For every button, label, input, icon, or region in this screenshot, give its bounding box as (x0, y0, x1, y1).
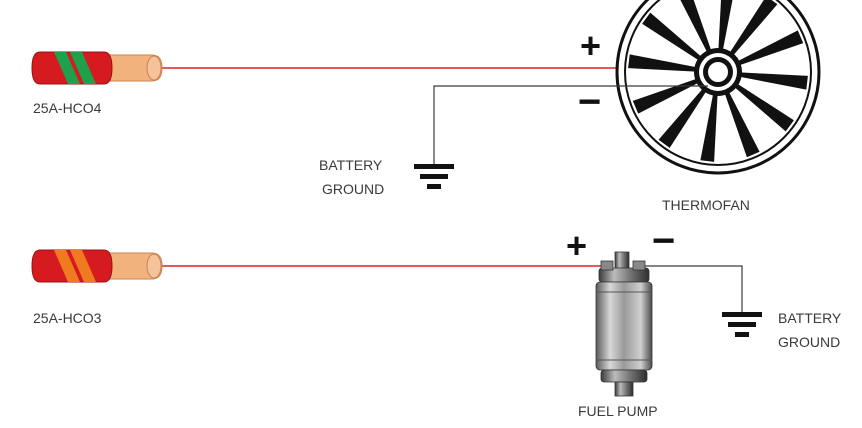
fan-blade (729, 0, 778, 56)
fan-blade (739, 72, 808, 90)
ground-symbol-bar-1 (414, 164, 454, 169)
ground-line-thermofan (433, 85, 708, 164)
ground-symbol-bar-3 (735, 332, 749, 337)
wire-copper-end (99, 252, 163, 280)
wire-stripe-orange (54, 250, 80, 282)
fan-blade (700, 93, 718, 162)
wire-copper-end (99, 54, 163, 82)
fan-blade (724, 91, 760, 158)
wire-label-25a-hco4: 25A-HCO4 (33, 100, 102, 116)
ground-symbol-bar-2 (728, 322, 756, 327)
pump-terminal-positive (600, 260, 614, 271)
fan-blade (658, 88, 707, 148)
battery-ground-label-line2: GROUND (778, 334, 840, 350)
ground-symbol-bar-3 (427, 184, 441, 189)
fan-blade (642, 12, 702, 61)
pump-inlet-pipe (614, 381, 634, 397)
pump-plus-sign: + (566, 225, 587, 266)
pump-minus-sign: − (652, 219, 675, 263)
fan-blades (628, 0, 808, 162)
fan-blade (632, 78, 699, 114)
thermofan: + − THERMOFAN (578, 0, 821, 213)
fan-hub-center (706, 60, 730, 84)
ground-wire-thermofan: BATTERY GROUND (319, 85, 708, 197)
battery-ground-label-line1: BATTERY (319, 157, 383, 173)
battery-ground-label-line2: GROUND (322, 181, 384, 197)
wire-25a-hco4: 25A-HCO4 (31, 51, 708, 116)
fan-blade (680, 0, 712, 53)
wire-copper-tip (146, 55, 162, 81)
ground-symbol-bar-1 (722, 312, 762, 317)
fuel-pump: + − FUEL PUMP (566, 219, 675, 419)
pump-body (595, 281, 653, 371)
pump-terminal-negative (632, 260, 646, 271)
thermofan-label: THERMOFAN (662, 197, 750, 213)
fan-blade (737, 30, 804, 66)
ground-symbol-bar-2 (420, 174, 448, 179)
wire-copper-tip (146, 253, 162, 279)
fan-blade (628, 54, 697, 72)
pump-bottom-cap (600, 369, 648, 383)
fan-plus-sign: + (580, 25, 601, 66)
battery-ground-label-line1: BATTERY (778, 310, 842, 326)
fuel-pump-label: FUEL PUMP (578, 403, 658, 419)
fan-minus-sign: − (578, 80, 601, 124)
fan-blade (718, 0, 733, 51)
ground-line-fuel-pump (645, 265, 743, 312)
ground-wire-fuel-pump: BATTERY GROUND (645, 265, 842, 350)
wire-label-25a-hco3: 25A-HCO3 (33, 310, 102, 326)
wire-stripe-green-2 (70, 52, 96, 84)
wire-stripe-green (54, 52, 80, 84)
wire-25a-hco3: 25A-HCO3 (31, 249, 606, 326)
wire-stripe-orange-2 (70, 250, 96, 282)
fan-blade (734, 83, 794, 132)
